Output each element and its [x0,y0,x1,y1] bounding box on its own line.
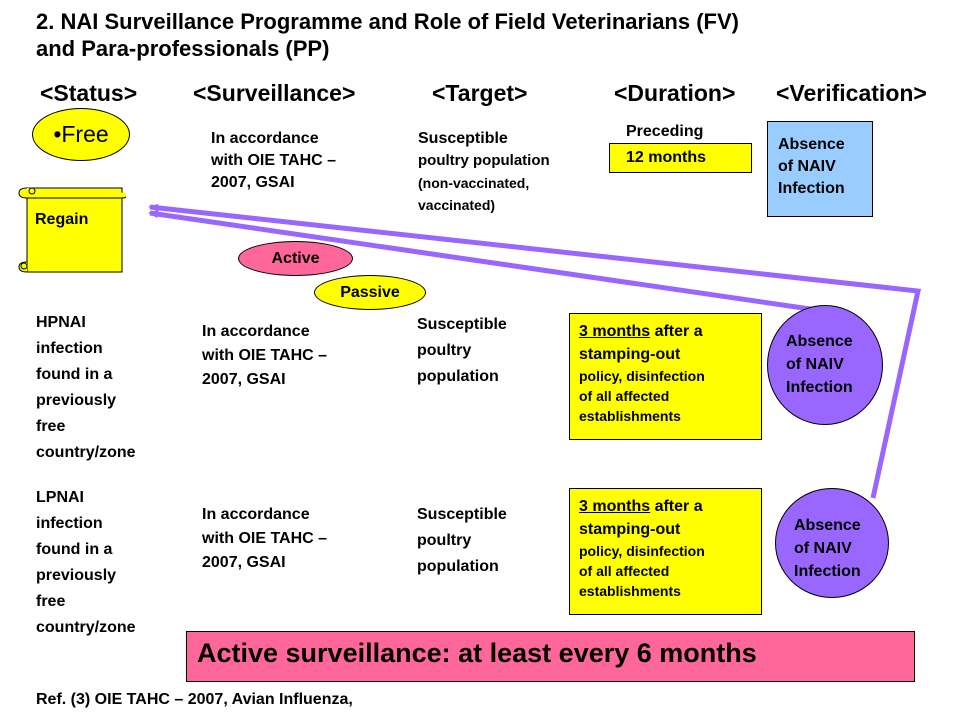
hpnai-target-line: poultry [417,342,472,359]
status-free-label: •Free [53,121,109,147]
hpnai-verification-line: Absence [786,333,853,350]
hpnai-surveillance-text: In accordance with OIE TAHC – 2007, GSAI [202,320,327,392]
free-target-line: vaccinated) [418,197,496,213]
lpnai-duration-line: establishments [579,583,681,599]
lpnai-status-line: found in a [36,541,113,558]
lpnai-status-line: infection [36,515,103,532]
hpnai-status-line: free [36,418,66,435]
lpnai-surveillance-line: In accordance [202,506,310,523]
hpnai-status-line: country/zone [36,444,136,461]
free-target-line: (non-vaccinated, [418,175,530,191]
lpnai-target-line: poultry [417,532,472,549]
hpnai-duration-box: 3 months after a stamping-out policy, di… [569,313,762,440]
title-line-2: and Para-professionals (PP) [36,36,330,61]
hpnai-duration-line: policy, disinfection [579,368,705,384]
header-target: <Target> [432,80,528,106]
lpnai-verification-ellipse: Absence of NAIV Infection [775,488,889,598]
free-target-line: Susceptible [418,130,508,147]
free-duration-box: 12 months [609,143,752,173]
hpnai-status-text: HPNAI infection found in a previously fr… [36,310,136,466]
lpnai-surveillance-line: 2007, GSAI [202,554,286,571]
lpnai-duration-line: of all affected [579,563,670,579]
passive-ellipse: Passive [314,275,426,310]
lpnai-duration-rest: after a [650,498,703,515]
header-verification: <Verification> [776,80,927,106]
hpnai-verification-ellipse: Absence of NAIV Infection [767,305,883,425]
lpnai-surveillance-text: In accordance with OIE TAHC – 2007, GSAI [202,503,327,575]
lpnai-status-line: LPNAI [36,489,84,506]
lpnai-duration-emph: 3 months [579,498,651,515]
lpnai-target-line: population [417,558,499,575]
lpnai-status-line: country/zone [36,619,136,636]
lpnai-status-text: LPNAI infection found in a previously fr… [36,485,136,641]
lpnai-target-text: Susceptible poultry population [417,502,507,580]
lpnai-duration-line: policy, disinfection [579,543,705,559]
hpnai-status-line: previously [36,392,117,409]
free-duration-value: 12 months [626,149,707,166]
lpnai-status-line: free [36,593,66,610]
active-surveillance-banner: Active surveillance: at least every 6 mo… [186,631,915,682]
hpnai-verification-line: Infection [786,379,853,396]
free-surveillance-line: 2007, GSAI [211,174,295,191]
hpnai-duration-line: establishments [579,408,681,424]
banner-text: Active surveillance: at least every 6 mo… [197,638,757,668]
free-surveillance-line: with OIE TAHC – [211,152,337,169]
lpnai-duration-line: stamping-out [579,521,681,538]
hpnai-verification-line: of NAIV [786,356,844,373]
hpnai-duration-line: stamping-out [579,346,681,363]
free-verification-line: Absence [778,136,845,153]
lpnai-duration-first-line: 3 months after a [579,495,761,518]
hpnai-status-line: found in a [36,366,113,383]
lpnai-verification-line: Infection [794,563,861,580]
free-target-line: poultry population [418,152,550,169]
free-target-text: Susceptible poultry population (non-vacc… [418,128,550,216]
active-label: Active [271,249,320,267]
free-surveillance-line: In accordance [211,130,319,147]
reference-text: Ref. (3) OIE TAHC – 2007, Avian Influenz… [36,691,353,708]
hpnai-surveillance-line: with OIE TAHC – [202,347,328,364]
header-status: <Status> [40,80,138,106]
header-duration: <Duration> [614,80,736,106]
free-verification-line: of NAIV [778,158,836,175]
slide-title: 2. NAI Surveillance Programme and Role o… [36,8,936,62]
free-verification-line: Infection [778,180,845,197]
arrow-lpnai-to-regain [148,203,922,499]
free-verification-box: Absence of NAIV Infection [767,121,873,217]
regain-scroll-icon [18,187,126,273]
hpnai-target-line: Susceptible [417,316,507,333]
lpnai-status-line: previously [36,567,117,584]
hpnai-surveillance-line: In accordance [202,323,310,340]
passive-label: Passive [340,283,400,301]
lpnai-verification-line: Absence [794,517,861,534]
regain-label: Regain [35,211,89,228]
hpnai-duration-rest: after a [650,323,703,340]
lpnai-surveillance-line: with OIE TAHC – [202,530,328,547]
hpnai-duration-line: of all affected [579,388,670,404]
hpnai-duration-first-line: 3 months after a [579,320,761,343]
active-ellipse: Active [238,241,353,276]
arrow-hpnai-to-regain [148,210,825,314]
title-line-1: 2. NAI Surveillance Programme and Role o… [36,9,739,34]
free-surveillance-text: In accordance with OIE TAHC – 2007, GSAI [211,128,336,194]
status-free-ellipse: •Free [32,108,130,161]
lpnai-verification-line: of NAIV [794,540,852,557]
lpnai-target-line: Susceptible [417,506,507,523]
header-surveillance: <Surveillance> [193,80,356,106]
hpnai-duration-emph: 3 months [579,323,651,340]
lpnai-duration-box: 3 months after a stamping-out policy, di… [569,488,762,615]
hpnai-surveillance-line: 2007, GSAI [202,371,286,388]
hpnai-target-text: Susceptible poultry population [417,312,507,390]
free-duration-label: Preceding [626,123,704,140]
hpnai-target-line: population [417,368,499,385]
hpnai-status-line: HPNAI [36,314,86,331]
hpnai-status-line: infection [36,340,103,357]
